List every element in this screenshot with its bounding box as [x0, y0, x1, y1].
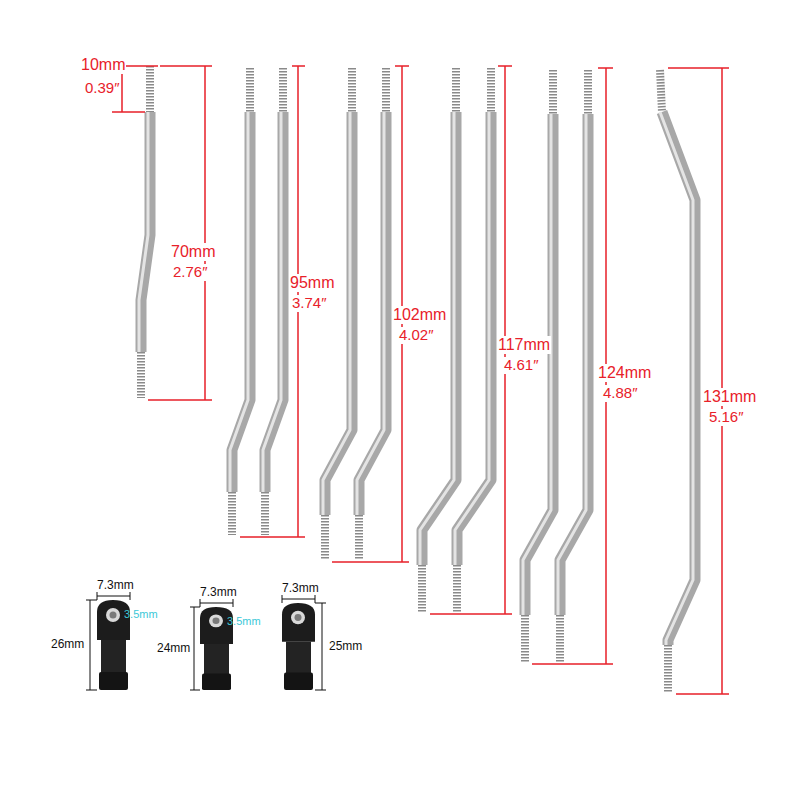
- dimension-label: 4.88″: [602, 385, 639, 402]
- dimension-lines: [112, 66, 729, 694]
- dimension-label: 4.61″: [503, 357, 540, 374]
- dimension-label: 26mm: [50, 638, 85, 651]
- dimension-label: 117mm: [497, 336, 551, 354]
- dimension-label: 3.74″: [291, 295, 328, 312]
- dimension-label: 3.5mm: [123, 608, 159, 620]
- dimension-label: 95mm: [289, 274, 335, 292]
- rod-end-dimension-lines: [86, 592, 326, 690]
- dimension-label: 25mm: [328, 640, 363, 653]
- dimension-label: 3.5mm: [226, 615, 262, 627]
- dimension-label: 102mm: [392, 306, 447, 324]
- dimension-label: 7.3mm: [96, 579, 135, 592]
- dimension-label: 124mm: [597, 364, 652, 382]
- dimension-label: 7.3mm: [281, 582, 320, 595]
- dimension-label: 4.02″: [398, 327, 435, 344]
- dimension-label: 2.76″: [172, 264, 209, 281]
- dimension-label: 24mm: [156, 642, 191, 655]
- dimension-label: 70mm: [170, 243, 216, 261]
- dimension-label: 131mm: [702, 388, 757, 406]
- dimension-label: 7.3mm: [199, 586, 238, 599]
- dimension-label: 0.39″: [84, 80, 121, 97]
- dimension-label: 10mm: [80, 56, 126, 74]
- dimension-label: 5.16″: [708, 409, 745, 426]
- steel-rods: [139, 66, 695, 692]
- rod-ends: [97, 600, 315, 690]
